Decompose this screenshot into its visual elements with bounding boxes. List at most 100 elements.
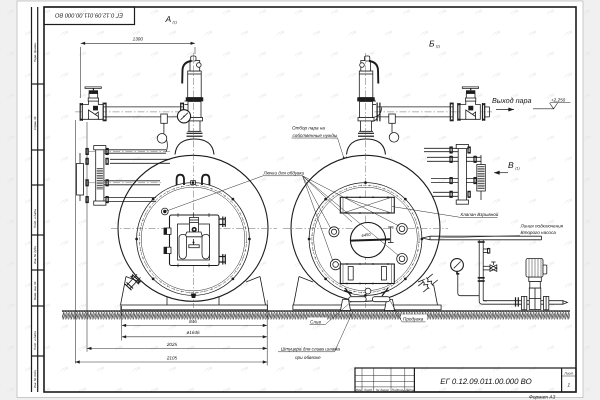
svg-text:гтм: гтм xyxy=(42,302,52,311)
svg-text:Второго насоса: Второго насоса xyxy=(521,230,557,235)
svg-text:ø450: ø450 xyxy=(361,232,371,238)
svg-text:Лючки для обдувки: Лючки для обдувки xyxy=(263,171,305,176)
svg-text:гтм: гтм xyxy=(564,281,574,290)
svg-text:гтм: гтм xyxy=(438,8,448,17)
svg-text:гтм: гтм xyxy=(312,113,322,122)
svg-text:гтм: гтм xyxy=(438,302,448,311)
svg-text:гтм: гтм xyxy=(276,155,286,164)
svg-text:гтм: гтм xyxy=(492,281,502,290)
svg-text:гтм: гтм xyxy=(96,239,106,248)
svg-text:Дата: Дата xyxy=(405,388,414,392)
svg-text:гтм: гтм xyxy=(312,155,322,164)
svg-text:гтм: гтм xyxy=(24,113,34,122)
svg-text:гтм: гтм xyxy=(348,113,358,122)
svg-text:гтм: гтм xyxy=(366,8,376,17)
svg-text:гтм: гтм xyxy=(474,50,484,59)
svg-text:гтм: гтм xyxy=(240,113,250,122)
svg-text:Линия подключения: Линия подключения xyxy=(520,224,564,229)
svg-text:гтм: гтм xyxy=(438,344,448,353)
svg-text:гтм: гтм xyxy=(474,302,484,311)
svg-text:гтм: гтм xyxy=(78,344,88,353)
svg-text:гтм: гтм xyxy=(420,365,430,374)
svg-text:гтм: гтм xyxy=(366,50,376,59)
svg-text:гтм: гтм xyxy=(384,71,394,80)
svg-text:гтм: гтм xyxy=(402,134,412,143)
svg-text:Инв. № дубл.: Инв. № дубл. xyxy=(33,245,37,264)
svg-text:гтм: гтм xyxy=(564,113,574,122)
svg-text:гтм: гтм xyxy=(492,113,502,122)
svg-text:гтм: гтм xyxy=(60,113,70,122)
svg-text:+2,250: +2,250 xyxy=(551,97,566,102)
svg-text:гтм: гтм xyxy=(42,50,52,59)
svg-text:(1): (1) xyxy=(436,45,440,49)
svg-text:гтм: гтм xyxy=(330,134,340,143)
svg-text:гтм: гтм xyxy=(348,365,358,374)
svg-text:гтм: гтм xyxy=(546,8,556,17)
svg-text:гтм: гтм xyxy=(294,260,304,269)
svg-text:гтм: гтм xyxy=(204,323,214,332)
svg-text:Лист: Лист xyxy=(363,388,372,392)
svg-text:гтм: гтм xyxy=(384,29,394,38)
svg-text:гтм: гтм xyxy=(294,344,304,353)
svg-text:гтм: гтм xyxy=(42,92,52,101)
svg-text:гтм: гтм xyxy=(78,218,88,227)
svg-text:гтм: гтм xyxy=(6,50,16,59)
svg-text:гтм: гтм xyxy=(294,50,304,59)
svg-text:(1): (1) xyxy=(173,21,177,25)
svg-text:гтм: гтм xyxy=(402,344,412,353)
svg-text:гтм: гтм xyxy=(330,8,340,17)
svg-text:гтм: гтм xyxy=(294,8,304,17)
svg-text:гтм: гтм xyxy=(492,323,502,332)
svg-text:гтм: гтм xyxy=(60,29,70,38)
svg-text:гтм: гтм xyxy=(348,71,358,80)
svg-text:гтм: гтм xyxy=(510,92,520,101)
svg-text:гтм: гтм xyxy=(60,323,70,332)
svg-text:гтм: гтм xyxy=(168,323,178,332)
svg-text:гтм: гтм xyxy=(510,8,520,17)
svg-text:гтм: гтм xyxy=(276,323,286,332)
svg-text:гтм: гтм xyxy=(582,386,592,395)
svg-text:гтм: гтм xyxy=(78,92,88,101)
svg-text:гтм: гтм xyxy=(240,29,250,38)
svg-text:гтм: гтм xyxy=(330,92,340,101)
svg-text:гтм: гтм xyxy=(6,302,16,311)
svg-text:гтм: гтм xyxy=(6,218,16,227)
svg-text:гтм: гтм xyxy=(438,134,448,143)
svg-text:гтм: гтм xyxy=(60,365,70,374)
svg-text:гтм: гтм xyxy=(312,365,322,374)
svg-text:гтм: гтм xyxy=(348,29,358,38)
svg-text:гтм: гтм xyxy=(186,8,196,17)
svg-text:гтм: гтм xyxy=(276,197,286,206)
svg-text:гтм: гтм xyxy=(114,386,124,395)
svg-text:гтм: гтм xyxy=(42,176,52,185)
svg-text:гтм: гтм xyxy=(132,29,142,38)
svg-text:гтм: гтм xyxy=(240,155,250,164)
svg-text:гтм: гтм xyxy=(60,197,70,206)
svg-text:гтм: гтм xyxy=(546,92,556,101)
svg-text:гтм: гтм xyxy=(528,113,538,122)
svg-text:Изм: Изм xyxy=(356,388,363,392)
svg-text:гтм: гтм xyxy=(330,386,340,395)
svg-text:ЕГ 0.12.09.011.00.000 ВО: ЕГ 0.12.09.011.00.000 ВО xyxy=(55,11,124,18)
svg-text:собственные нужды: собственные нужды xyxy=(293,133,338,138)
svg-text:гтм: гтм xyxy=(132,281,142,290)
svg-text:гтм: гтм xyxy=(528,239,538,248)
svg-text:гтм: гтм xyxy=(204,29,214,38)
svg-text:гтм: гтм xyxy=(546,302,556,311)
svg-text:гтм: гтм xyxy=(294,176,304,185)
svg-text:гтм: гтм xyxy=(546,134,556,143)
svg-text:гтм: гтм xyxy=(6,92,16,101)
svg-text:Подп. и дата: Подп. и дата xyxy=(33,331,37,350)
svg-text:гтм: гтм xyxy=(240,365,250,374)
svg-text:гтм: гтм xyxy=(96,281,106,290)
svg-text:гтм: гтм xyxy=(42,134,52,143)
svg-text:В: В xyxy=(508,160,514,170)
svg-text:Подпись: Подпись xyxy=(392,388,405,392)
svg-text:гтм: гтм xyxy=(546,176,556,185)
svg-text:гтм: гтм xyxy=(204,365,214,374)
svg-text:гтм: гтм xyxy=(96,365,106,374)
svg-text:гтм: гтм xyxy=(294,92,304,101)
svg-text:гтм: гтм xyxy=(528,323,538,332)
svg-text:Справ. №: Справ. № xyxy=(33,116,37,130)
svg-text:гтм: гтм xyxy=(42,8,52,17)
